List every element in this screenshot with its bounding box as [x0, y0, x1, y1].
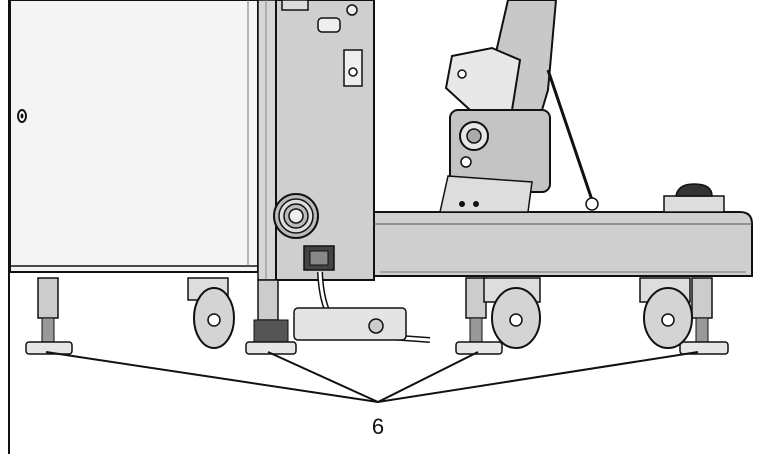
base-platform [373, 211, 753, 277]
callout-label: 6 [372, 414, 384, 439]
caster-wheel [639, 277, 693, 349]
foot-pedal [293, 307, 407, 341]
caster-wheel [483, 277, 541, 349]
callout-leader-lines [45, 351, 699, 403]
leveling-foot [25, 277, 73, 355]
control-column [257, 0, 375, 281]
vent-grille [273, 193, 319, 239]
leveling-foot [679, 277, 729, 355]
leveling-foot [455, 277, 503, 355]
arm-assembly [439, 0, 599, 213]
base-knob [663, 183, 725, 213]
cabinet [9, 0, 259, 273]
leveling-foot [245, 279, 297, 355]
caster-wheel [187, 277, 235, 349]
